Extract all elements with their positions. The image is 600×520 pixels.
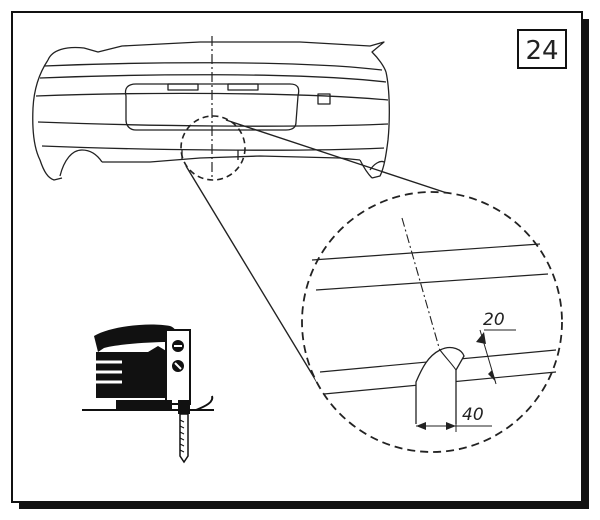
dimension-20-label: 20 <box>483 310 505 330</box>
detail-circle-small <box>180 115 246 181</box>
jigsaw-icon <box>82 324 214 464</box>
leader-line-upper <box>225 119 469 201</box>
magnified-detail: 20 40 <box>301 191 563 453</box>
step-number: 24 <box>525 36 558 66</box>
step-number-box: 24 <box>517 29 567 69</box>
dimension-20: 20 <box>476 310 516 385</box>
dimension-40: 40 <box>416 376 492 432</box>
dimension-40-label: 40 <box>462 405 484 425</box>
leader-line-lower <box>185 165 319 385</box>
